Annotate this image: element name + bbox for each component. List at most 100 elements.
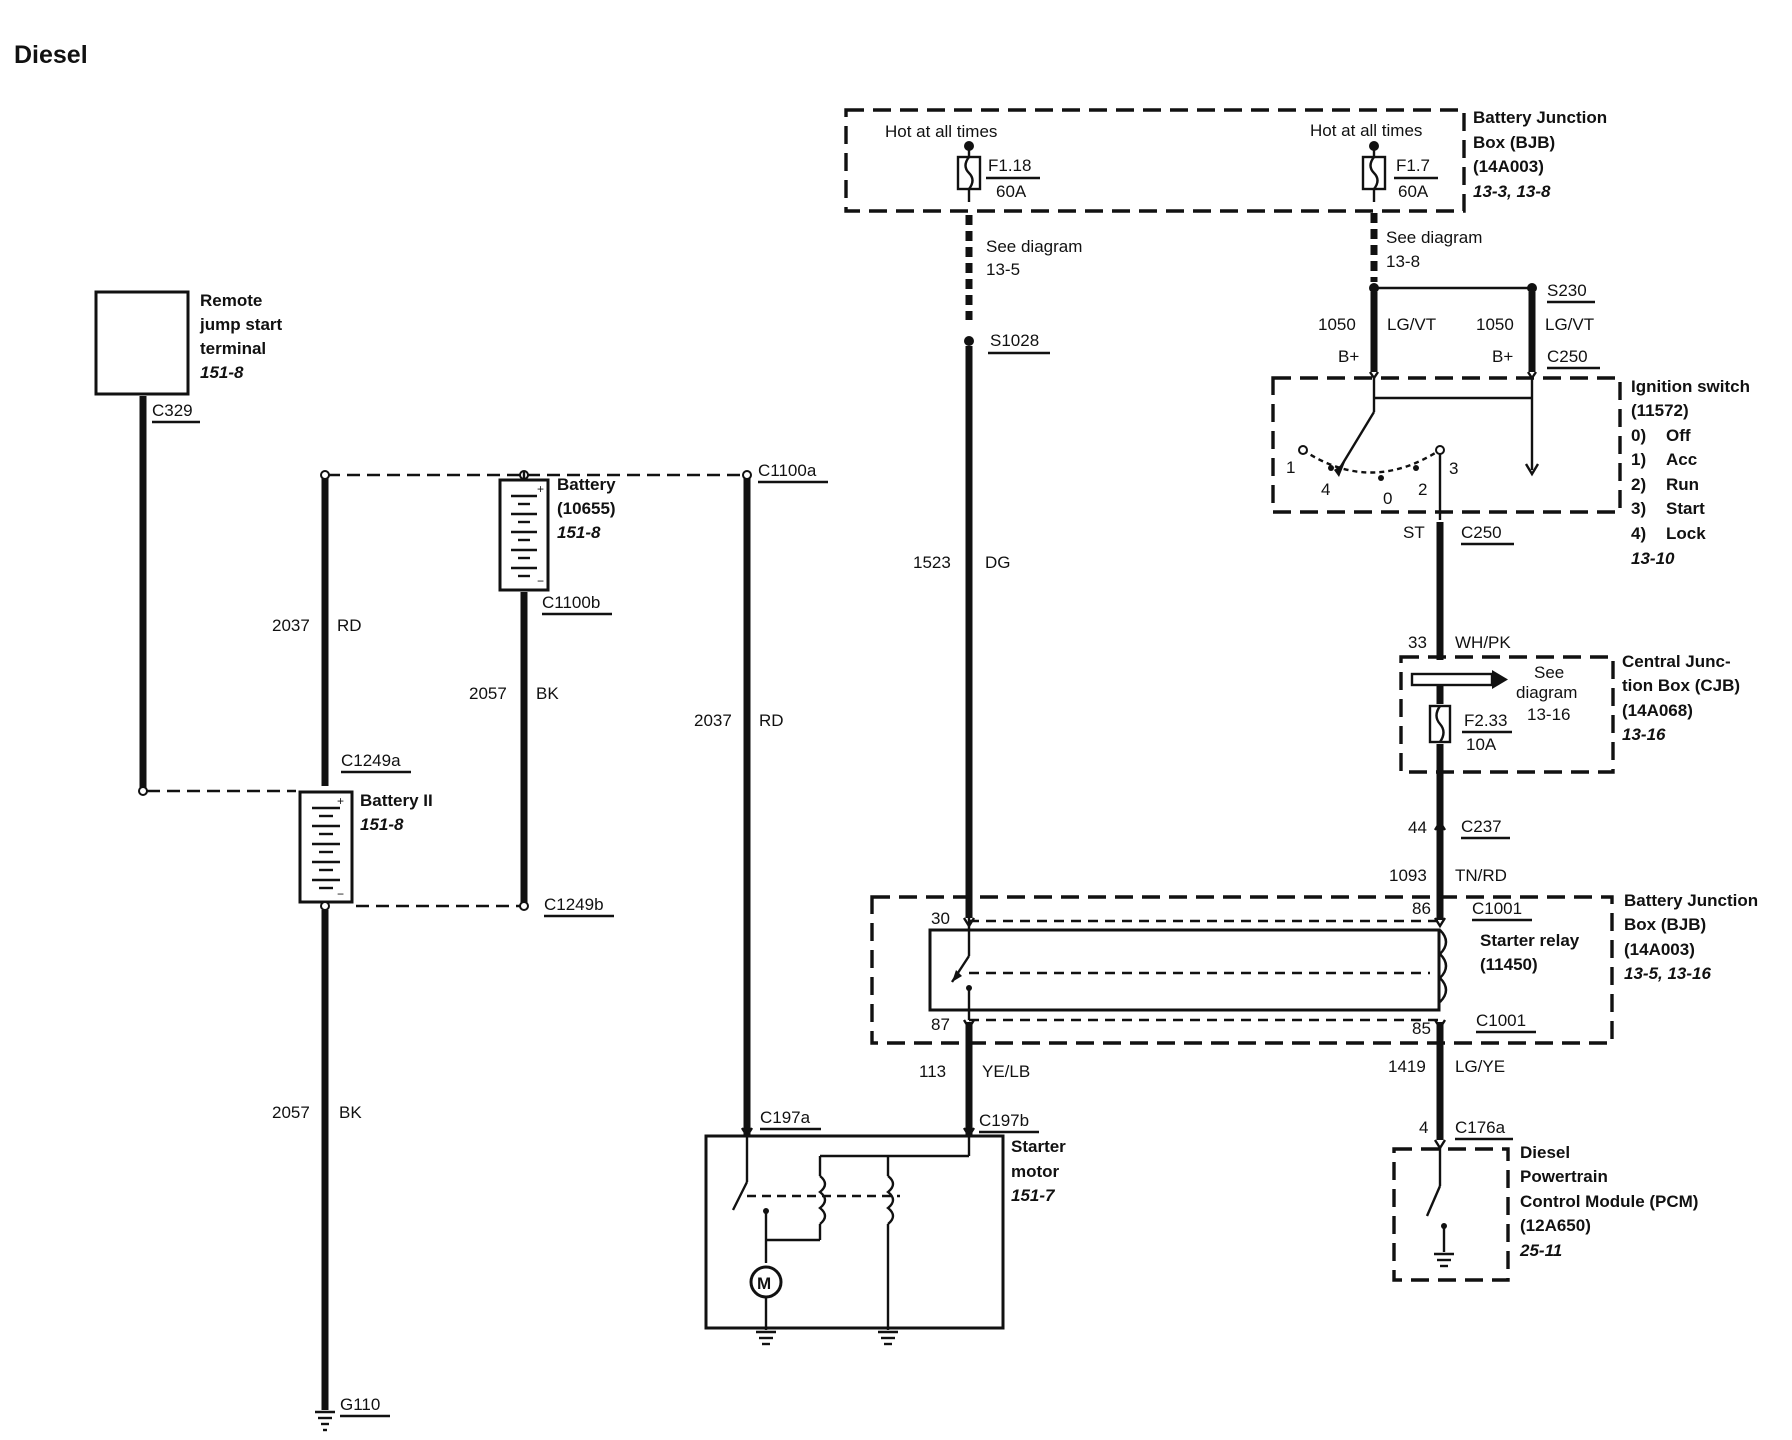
starter-motor-box [704,1134,1005,1330]
svg-text:(14A003): (14A003) [1624,940,1695,959]
splice-s230: S230 [1547,281,1587,300]
bjb-top-label: Battery Junction Box (BJB) (14A003) 13-3… [1473,108,1607,201]
svg-text:151-8: 151-8 [360,815,404,834]
svg-text:Battery II: Battery II [360,791,433,810]
connector-c176a-mark [1433,1139,1447,1151]
ground-g110: G110 [340,1395,380,1414]
ign-contact-4: 4 [1321,480,1330,499]
relay-pin-30-mark [962,917,976,929]
starter-motor-internals [731,1136,971,1330]
svg-text:Off: Off [1666,426,1691,445]
pin-33: 33 [1408,633,1427,652]
svg-text:151-8: 151-8 [557,523,601,542]
wire-2057b-num: 2057 [272,1103,310,1122]
svg-text:Diesel: Diesel [1520,1143,1570,1162]
battery-label: Battery (10655) 151-8 [557,475,616,542]
bjb-relay-box [870,895,1614,1045]
cjb-see-line2: diagram [1516,683,1577,702]
ground-icon [878,1330,898,1346]
svg-text:0): 0) [1631,426,1646,445]
ignition-switch-symbol [1298,371,1540,520]
wire-1419-num: 1419 [1388,1057,1426,1076]
bjb-top-box [844,108,1466,213]
cjb-box [1399,655,1615,774]
svg-text:Battery Junction: Battery Junction [1473,108,1607,127]
starter-motor-label: Starter motor 151-7 [1011,1137,1066,1205]
wire-113-num: 113 [919,1062,946,1081]
svg-text:(12A650): (12A650) [1520,1216,1591,1235]
connector-c329: C329 [152,401,193,420]
svg-text:Ignition switch: Ignition switch [1631,377,1750,396]
svg-text:(14A003): (14A003) [1473,157,1544,176]
wire-1523-num: 1523 [913,553,951,572]
svg-text:2): 2) [1631,475,1646,494]
svg-text:25-11: 25-11 [1519,1241,1562,1260]
svg-text:(11450): (11450) [1480,955,1538,974]
svg-text:(11572): (11572) [1631,401,1689,420]
svg-text:Run: Run [1666,475,1699,494]
ground-icon [315,1410,335,1432]
starter-relay-label: Starter relay (11450) [1480,931,1580,974]
wire-1523-color: DG [985,553,1011,572]
svg-text:4): 4) [1631,524,1646,543]
svg-text:motor: motor [1011,1162,1060,1181]
ignition-switch-label: Ignition switch (11572) 0)Off 1)Acc 2)Ru… [1631,377,1750,568]
remote-jump-label: Remote jump start terminal 151-8 [199,291,283,382]
pcm-box [1392,1147,1510,1282]
wire-1419-color: LG/YE [1455,1057,1505,1076]
battery-cells [511,494,537,578]
svg-text:tion Box (CJB): tion Box (CJB) [1622,676,1740,695]
svg-text:13-10: 13-10 [1631,549,1675,568]
relay-pin-85: 85 [1412,1019,1431,1038]
wire-1050a-num: 1050 [1318,315,1356,334]
battery-minus-mark: − [537,574,544,588]
connector-c1249b: C1249b [544,895,604,914]
motor-m-icon: M [757,1274,771,1293]
wire-2057b-color: BK [339,1103,362,1122]
fuse-f1-7-icon [1361,146,1387,202]
ground-icon [756,1330,776,1346]
svg-text:(10655): (10655) [557,499,616,518]
relay-pin-86: 86 [1412,899,1431,918]
ign-bplus-left: B+ [1338,347,1359,366]
battery-plus-mark: + [537,482,544,496]
connector-c176a: C176a [1455,1118,1506,1137]
cjb-see-line3: 13-16 [1527,705,1570,724]
cjb-see-diagram-arrow-icon [1410,670,1508,689]
svg-text:151-7: 151-7 [1011,1186,1056,1205]
see-diagram-right-line1: See diagram [1386,228,1482,247]
svg-text:Powertrain: Powertrain [1520,1167,1608,1186]
connector-c1001-top: C1001 [1472,899,1522,918]
svg-text:13-3, 13-8: 13-3, 13-8 [1473,182,1551,201]
fuse-f1-18-amps: 60A [996,182,1027,201]
wire-2037a-color: RD [337,616,362,635]
relay-pin-86-mark [1433,917,1447,929]
svg-text:Starter relay: Starter relay [1480,931,1580,950]
battery-symbol [498,478,550,592]
svg-text:Control Module (PCM): Control Module (PCM) [1520,1192,1698,1211]
fuse-f2-33-icon [1428,704,1452,744]
diagram-title: Diesel [14,41,88,69]
svg-text:151-8: 151-8 [200,363,244,382]
svg-text:Acc: Acc [1666,450,1697,469]
bjb-relay-label: Battery Junction Box (BJB) (14A003) 13-5… [1624,891,1758,983]
connector-c1100b: C1100b [542,593,600,612]
svg-text:Central Junc-: Central Junc- [1622,652,1731,671]
battery2-label: Battery II 151-8 [360,791,433,834]
ignition-switch-box [1271,376,1622,514]
wire-113-color: YE/LB [982,1062,1030,1081]
wire-33-color: WH/PK [1455,633,1511,652]
svg-text:Starter: Starter [1011,1137,1066,1156]
ign-contact-2: 2 [1418,480,1427,499]
cjb-see-line1: See [1534,663,1564,682]
see-diagram-right-line2: 13-8 [1386,252,1420,271]
starter-relay-internals [950,918,1448,1022]
pcm-label: Diesel Powertrain Control Module (PCM) (… [1519,1143,1698,1260]
hot-at-all-times-left: Hot at all times [885,122,997,141]
connector-c1249a: C1249a [341,751,401,770]
svg-text:Battery Junction: Battery Junction [1624,891,1758,910]
splice-s1028: S1028 [990,331,1039,350]
svg-text:Box (BJB): Box (BJB) [1473,133,1555,152]
battery2-cells [312,806,340,890]
connector-c197b: C197b [979,1111,1029,1130]
